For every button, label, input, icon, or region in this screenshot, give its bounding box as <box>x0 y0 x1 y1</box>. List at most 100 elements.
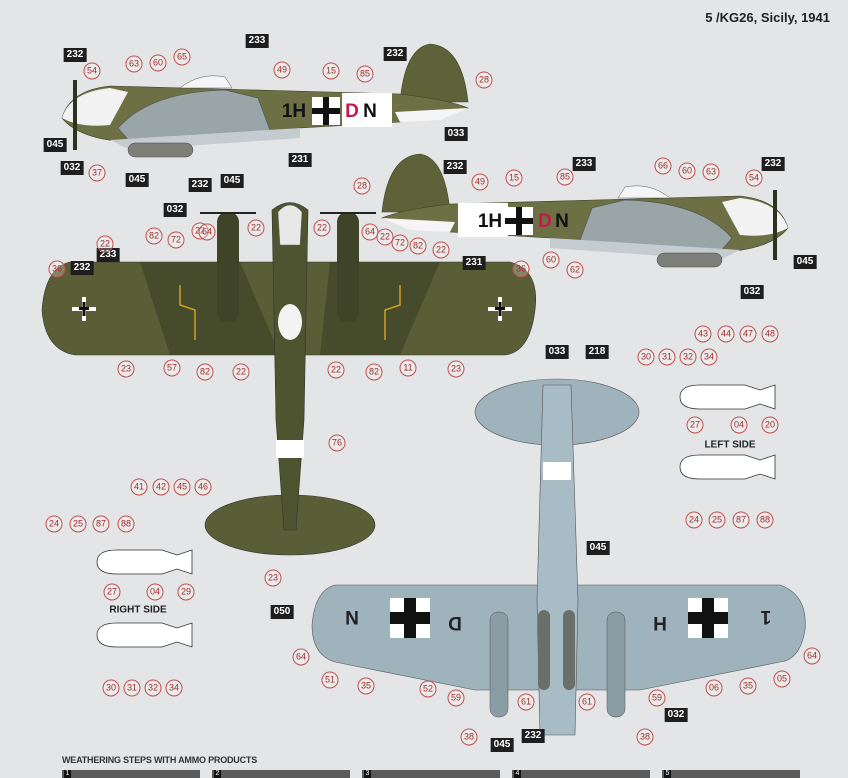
paint-code-label: 045 <box>490 738 514 752</box>
paint-number-callout: 82 <box>409 237 427 255</box>
paint-number-callout: 30 <box>102 679 120 697</box>
paint-number-callout: 61 <box>578 693 596 711</box>
paint-number-callout: 28 <box>475 71 493 89</box>
balkenkreuz-side-right <box>505 207 533 235</box>
paint-number-callout: 24 <box>45 515 63 533</box>
paint-number-callout: 49 <box>471 173 489 191</box>
paint-number-callout: 54 <box>83 62 101 80</box>
weathering-step: 3 <box>362 770 500 778</box>
paint-number-callout: 11 <box>399 359 417 377</box>
paint-number-callout: 61 <box>517 693 535 711</box>
paint-code-label: 045 <box>793 255 817 269</box>
paint-number-callout: 15 <box>322 62 340 80</box>
paint-number-callout: 47 <box>739 325 757 343</box>
paint-number-callout: 23 <box>117 360 135 378</box>
paint-number-callout: 85 <box>356 65 374 83</box>
paint-number-callout: 06 <box>705 679 723 697</box>
paint-number-callout: 76 <box>328 434 346 452</box>
paint-number-callout: 82 <box>145 227 163 245</box>
paint-number-callout: 22 <box>313 219 331 237</box>
paint-number-callout: 20 <box>761 416 779 434</box>
paint-number-callout: 04 <box>146 583 164 601</box>
paint-code-label: 032 <box>60 161 84 175</box>
paint-number-callout: 34 <box>165 679 183 697</box>
paint-number-callout: 65 <box>173 48 191 66</box>
paint-number-callout: 87 <box>92 515 110 533</box>
paint-number-callout: 38 <box>460 728 478 746</box>
paint-number-callout: 22 <box>96 235 114 253</box>
bomb-diagrams <box>96 384 776 648</box>
paint-number-callout: 48 <box>761 325 779 343</box>
paint-number-callout: 23 <box>264 569 282 587</box>
paint-number-callout: 36 <box>48 260 66 278</box>
paint-number-callout: 31 <box>123 679 141 697</box>
paint-code-label: 232 <box>521 729 545 743</box>
paint-number-callout: 42 <box>152 478 170 496</box>
weathering-steps: 1 2 3 4 5 <box>62 770 800 778</box>
paint-number-callout: 51 <box>321 671 339 689</box>
paint-code-label: 032 <box>163 203 187 217</box>
paint-number-callout: 46 <box>194 478 212 496</box>
paint-number-callout: 66 <box>654 157 672 175</box>
paint-number-callout: 54 <box>745 169 763 187</box>
paint-number-callout: 25 <box>69 515 87 533</box>
fuselage-white-band <box>342 93 392 127</box>
paint-number-callout: 22 <box>247 219 265 237</box>
paint-number-callout: 05 <box>773 670 791 688</box>
weathering-step: 4 <box>512 770 650 778</box>
paint-number-callout: 52 <box>419 680 437 698</box>
paint-number-callout: 31 <box>658 348 676 366</box>
paint-code-label: 045 <box>220 174 244 188</box>
under-marking-n: N <box>345 606 359 627</box>
step-number: 1 <box>64 770 71 778</box>
left-side-label: LEFT SIDE <box>704 439 756 451</box>
paint-number-callout: 88 <box>117 515 135 533</box>
paint-number-callout: 22 <box>232 363 250 381</box>
paint-number-callout: 25 <box>708 511 726 529</box>
paint-number-callout: 30 <box>637 348 655 366</box>
paint-code-label: 033 <box>444 127 468 141</box>
marking-d-right: D <box>538 211 552 232</box>
paint-number-callout: 82 <box>196 363 214 381</box>
weathering-step: 2 <box>212 770 350 778</box>
paint-number-callout: 36 <box>512 260 530 278</box>
paint-number-callout: 15 <box>505 169 523 187</box>
paint-number-callout: 72 <box>167 231 185 249</box>
paint-number-callout: 24 <box>685 511 703 529</box>
step-number: 5 <box>664 770 671 778</box>
paint-code-label: 231 <box>462 256 486 270</box>
balkenkreuz-side-left <box>312 97 340 125</box>
paint-number-callout: 87 <box>732 511 750 529</box>
marking-n-left: N <box>363 101 377 122</box>
paint-code-label: 232 <box>761 157 785 171</box>
paint-number-callout: 29 <box>177 583 195 601</box>
paint-number-callout: 63 <box>702 163 720 181</box>
paint-code-label: 045 <box>43 138 67 152</box>
paint-number-callout: 64 <box>803 647 821 665</box>
paint-number-callout: 37 <box>88 164 106 182</box>
under-marking-1: 1 <box>760 606 772 627</box>
paint-code-label: 045 <box>586 541 610 555</box>
paint-number-callout: 35 <box>357 677 375 695</box>
paint-number-callout: 44 <box>717 325 735 343</box>
paint-number-callout: 35 <box>739 677 757 695</box>
paint-number-callout: 63 <box>125 55 143 73</box>
under-marking-h: H <box>653 612 667 633</box>
paint-number-callout: 82 <box>365 363 383 381</box>
paint-number-callout: 60 <box>542 251 560 269</box>
paint-number-callout: 60 <box>149 54 167 72</box>
paint-number-callout: 38 <box>636 728 654 746</box>
weathering-title: WEATHERING STEPS WITH AMMO PRODUCTS <box>62 755 257 765</box>
step-number: 4 <box>514 770 521 778</box>
bottom-view-aircraft <box>311 378 806 736</box>
paint-number-callout: 64 <box>292 648 310 666</box>
paint-number-callout: 45 <box>173 478 191 496</box>
paint-code-label: 032 <box>664 708 688 722</box>
paint-number-callout: 64 <box>198 223 216 241</box>
paint-code-label: 231 <box>288 153 312 167</box>
paint-number-callout: 41 <box>130 478 148 496</box>
marking-d-left: D <box>345 101 359 122</box>
paint-number-callout: 32 <box>679 348 697 366</box>
paint-number-callout: 59 <box>447 689 465 707</box>
paint-code-label: 033 <box>545 345 569 359</box>
